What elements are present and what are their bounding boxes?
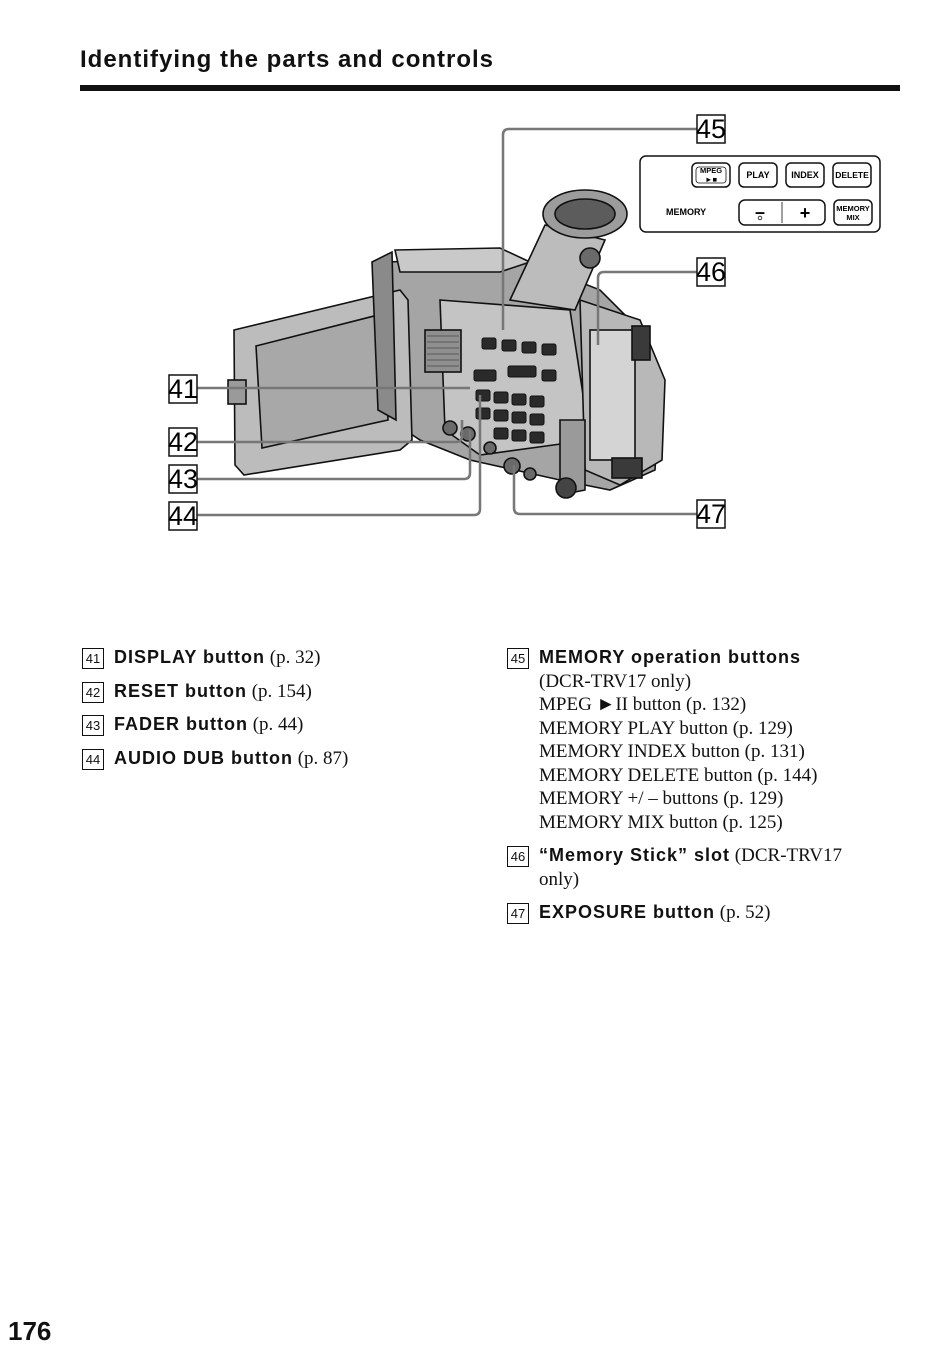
item-ref: (p. 44) — [252, 714, 304, 735]
list-item: 43 FADER button (p. 44) — [82, 713, 462, 737]
list-item: 45 MEMORY operation buttons (DCR-TRV17 o… — [507, 646, 907, 834]
panel-mix-label-2: MIX — [846, 213, 859, 222]
list-item: 47 EXPOSURE button (p. 52) — [507, 901, 907, 925]
panel-index-label: INDEX — [791, 170, 819, 180]
item-ref: (p. 87) — [297, 747, 349, 769]
item-number: 47 — [507, 903, 529, 924]
panel-mpeg-symbol: ►■ — [705, 175, 717, 184]
leader-lines — [197, 127, 697, 517]
svg-text:46: 46 — [696, 257, 726, 287]
callout-45: 45 — [696, 114, 726, 144]
panel-minus-label: – — [755, 202, 765, 222]
item-line: MEMORY DELETE button (p. 144) — [539, 764, 818, 786]
svg-text:44: 44 — [168, 501, 198, 531]
item-number: 43 — [82, 715, 104, 736]
item-line: MEMORY PLAY button (p. 129) — [539, 717, 793, 739]
item-ref: (DCR-TRV17 — [734, 845, 842, 866]
item-line: MEMORY MIX button (p. 125) — [539, 811, 783, 833]
item-line: only) — [539, 868, 580, 890]
panel-delete-label: DELETE — [835, 170, 869, 180]
item-line: (DCR-TRV17 only) — [539, 670, 692, 692]
svg-text:47: 47 — [696, 499, 726, 529]
callout-boxes: 41 42 43 44 45 46 47 — [168, 114, 726, 531]
panel-mix-label-1: MEMORY — [836, 204, 869, 213]
callout-42: 42 — [168, 427, 198, 457]
item-line: MEMORY +/ – buttons (p. 129) — [539, 788, 784, 809]
item-name: RESET button — [114, 680, 247, 701]
callout-46: 46 — [696, 257, 726, 287]
list-item: 44 AUDIO DUB button (p. 87) — [82, 747, 462, 771]
item-name: “Memory Stick” slot — [539, 845, 731, 865]
item-name: MEMORY operation buttons — [539, 647, 801, 667]
callout-43: 43 — [168, 464, 198, 494]
svg-text:41: 41 — [168, 374, 198, 404]
callout-44: 44 — [168, 501, 198, 531]
item-number: 44 — [82, 748, 104, 770]
camcorder-figure: MPEG ►■ PLAY INDEX DELETE MEMORY – + MEM… — [168, 114, 881, 531]
page-number: 176 — [8, 1316, 52, 1346]
item-ref: (p. 32) — [269, 647, 321, 668]
item-number: 46 — [507, 846, 529, 867]
item-line: MEMORY INDEX button (p. 131) — [539, 741, 805, 762]
panel-plus-label: + — [800, 203, 811, 223]
item-name: EXPOSURE button — [539, 902, 715, 922]
parts-list-right: 45 MEMORY operation buttons (DCR-TRV17 o… — [507, 646, 907, 935]
svg-text:45: 45 — [696, 114, 726, 144]
item-ref: (p. 154) — [251, 680, 312, 702]
item-number: 42 — [82, 681, 104, 703]
svg-text:43: 43 — [168, 464, 198, 494]
page-heading: Identifying the parts and controls — [80, 46, 495, 73]
list-item: 41 DISPLAY button (p. 32) — [82, 646, 462, 670]
item-number: 41 — [82, 648, 104, 669]
item-number: 45 — [507, 648, 529, 669]
item-line: MPEG ►II button (p. 132) — [539, 694, 747, 715]
camcorder-illustration — [227, 189, 666, 499]
heading-rule — [80, 85, 900, 91]
svg-text:42: 42 — [168, 427, 198, 457]
memory-panel-inset: MPEG ►■ PLAY INDEX DELETE MEMORY – + MEM… — [639, 155, 881, 233]
list-item: 46 “Memory Stick” slot (DCR-TRV17 only) — [507, 844, 907, 891]
item-name: AUDIO DUB button — [114, 747, 293, 768]
panel-play-label: PLAY — [746, 170, 769, 180]
item-name: FADER button — [114, 714, 248, 734]
callout-41: 41 — [168, 374, 198, 404]
panel-mpeg-label: MPEG — [700, 166, 722, 175]
item-name: DISPLAY button — [114, 647, 266, 667]
list-item: 42 RESET button (p. 154) — [82, 680, 462, 704]
callout-47: 47 — [696, 499, 726, 529]
item-ref: (p. 52) — [719, 902, 771, 923]
parts-list-left: 41 DISPLAY button (p. 32) 42 RESET butto… — [82, 646, 462, 780]
panel-memory-label: MEMORY — [666, 207, 706, 217]
